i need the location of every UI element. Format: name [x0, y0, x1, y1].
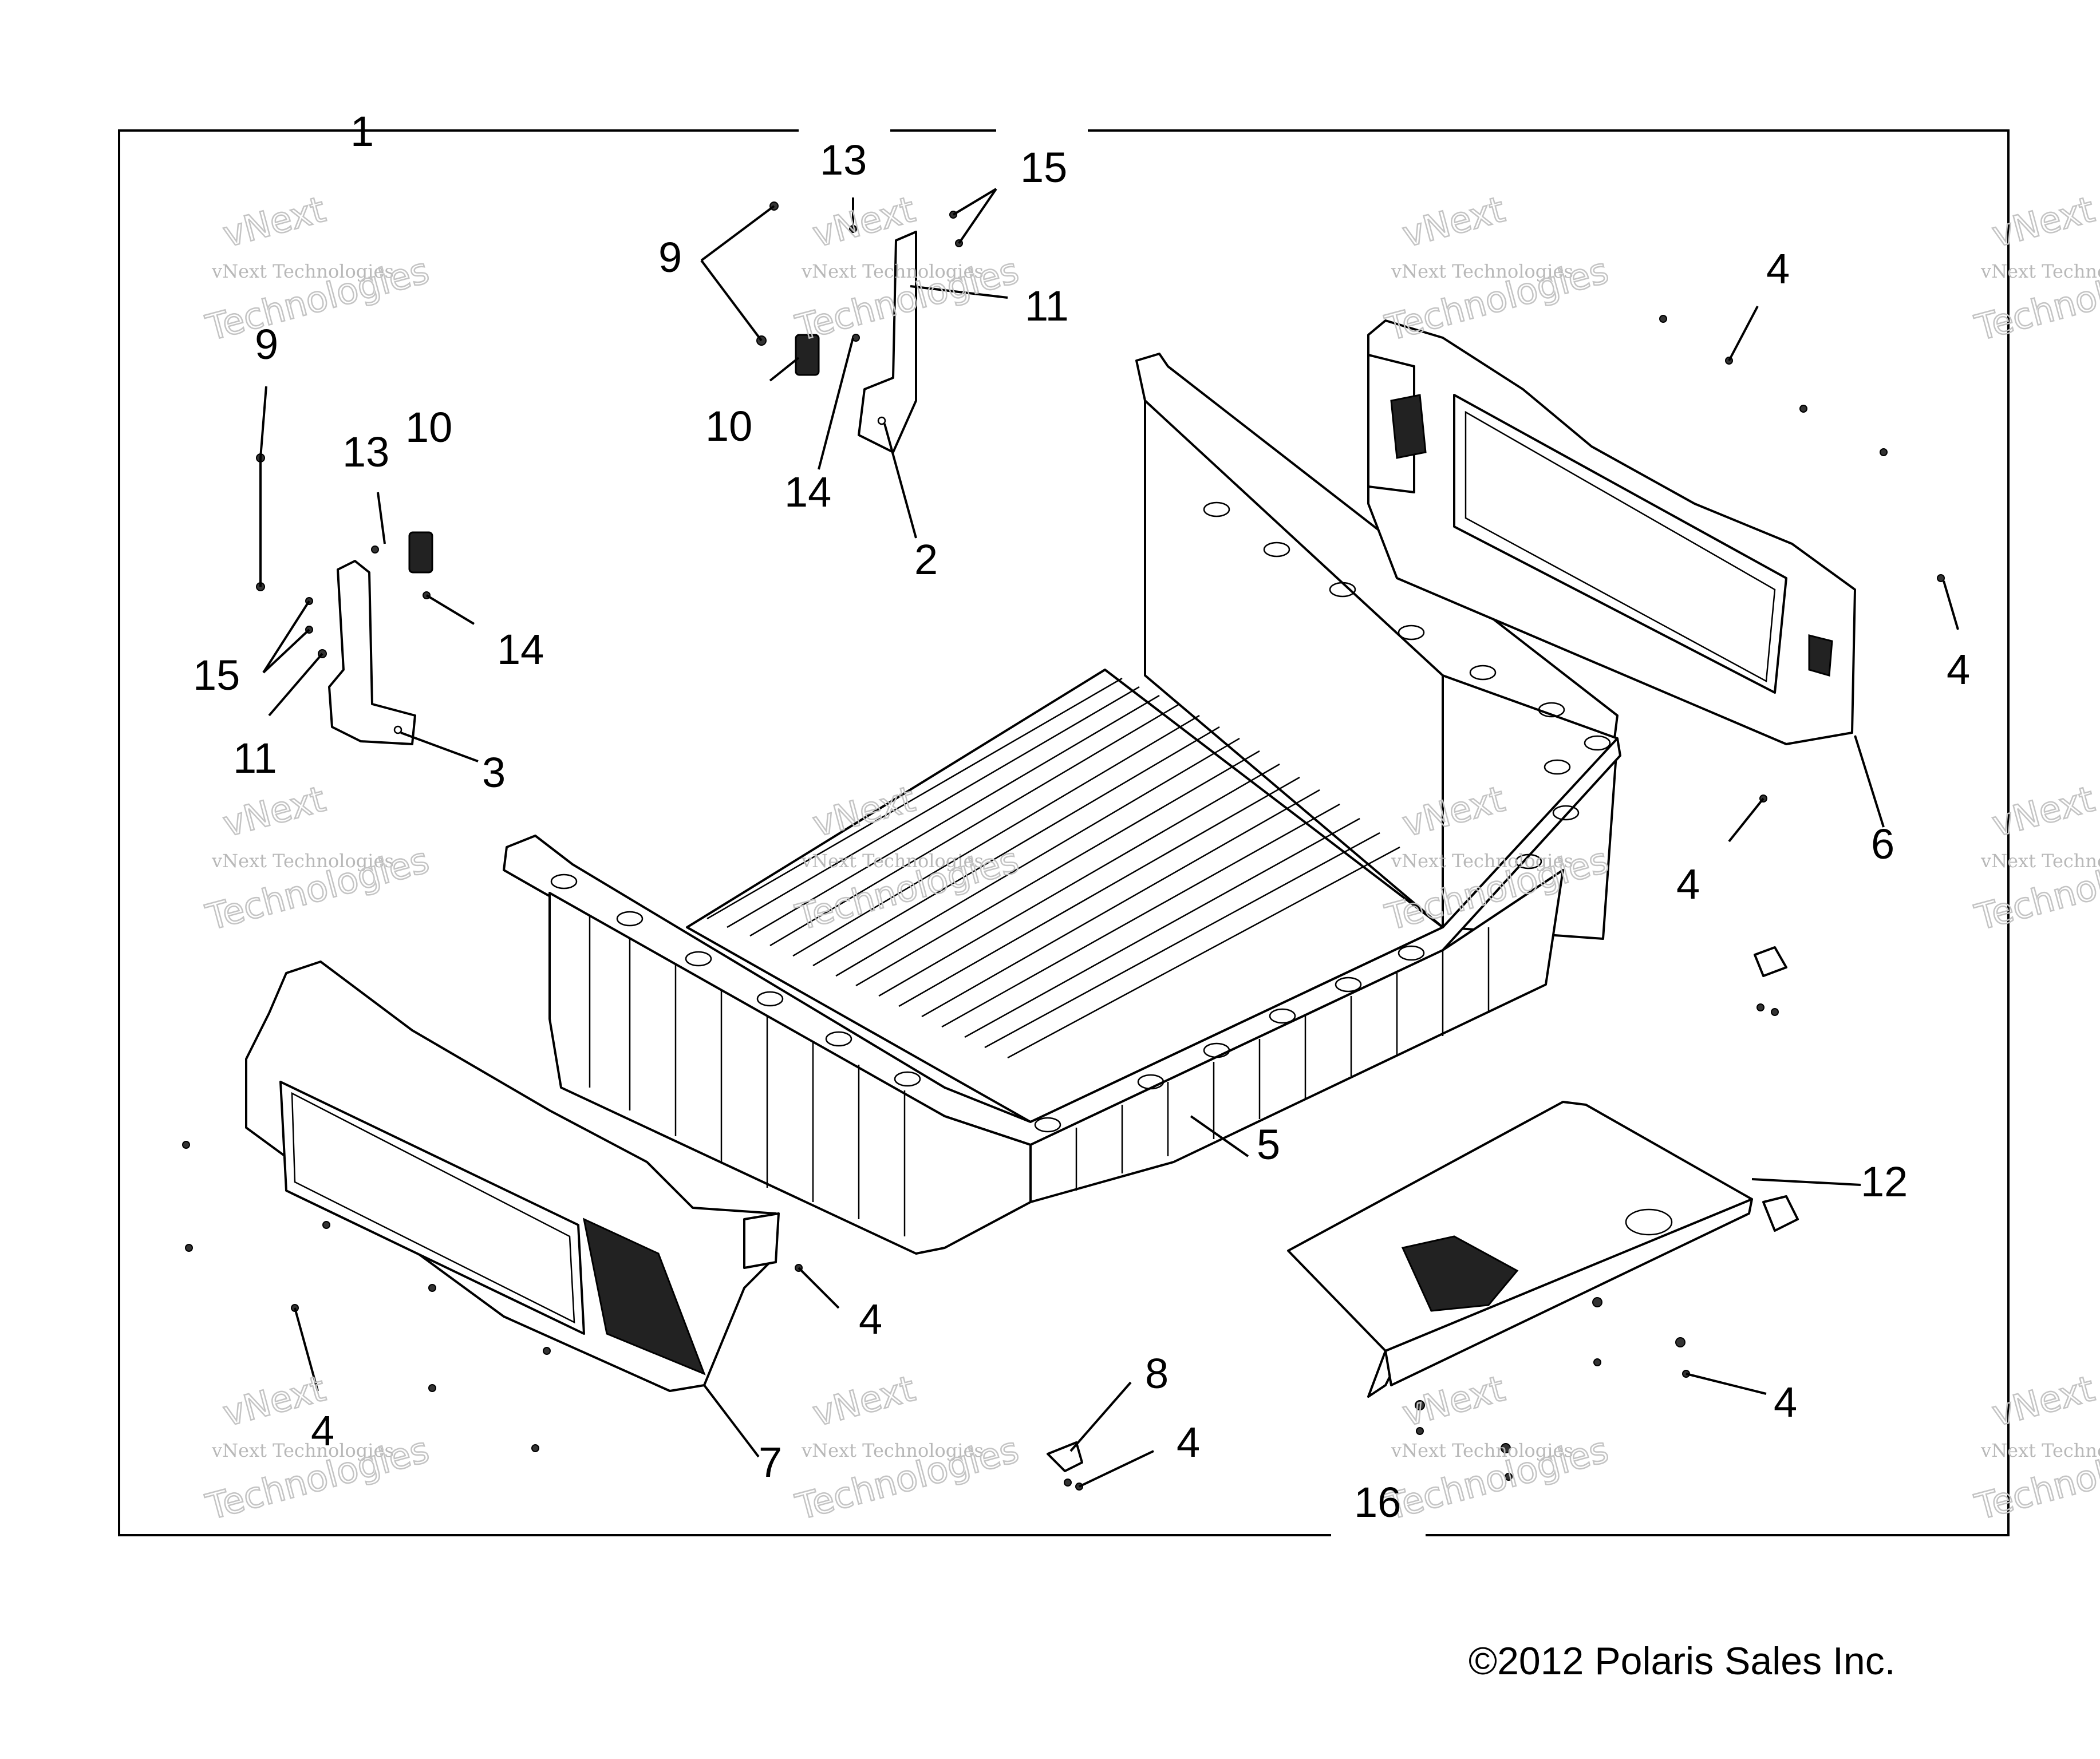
callout-4: 4	[859, 1295, 882, 1343]
watermark-top: vNext	[1398, 1367, 1509, 1434]
watermark-mid: vNext Technologies	[1980, 850, 2100, 872]
watermark-top: vNext	[808, 1367, 919, 1434]
callout-4: 4	[1947, 646, 1970, 693]
bracket-3	[328, 560, 416, 745]
watermark-top: vNext	[219, 778, 330, 845]
skid-plate	[1287, 1101, 1753, 1398]
watermark-top: vNext	[219, 188, 330, 255]
assembly-frame	[118, 129, 2010, 1536]
callout-15: 15	[1020, 144, 1067, 191]
callout-4: 4	[311, 1407, 334, 1454]
callout-13: 13	[820, 136, 867, 184]
watermark-mid: vNext Technologies	[211, 850, 394, 872]
callout-5: 5	[1257, 1121, 1280, 1168]
watermark-mid: vNext Technologies	[211, 260, 394, 282]
callout-4: 4	[1774, 1378, 1797, 1426]
rear-panel	[1367, 319, 1856, 745]
callout-9: 9	[658, 234, 682, 281]
callout-14: 14	[497, 626, 544, 673]
callout-3: 3	[482, 749, 506, 796]
bracket-2	[858, 231, 917, 453]
watermark-mid: vNext Technologies	[801, 260, 984, 282]
callout-6: 6	[1871, 820, 1894, 868]
watermark-top: vNext	[1398, 188, 1509, 255]
watermark-mid: vNext Technologies	[801, 850, 984, 872]
leader-lines	[259, 188, 1959, 1488]
callout-11: 11	[233, 734, 277, 782]
cargo-box-tub	[503, 353, 1621, 1255]
callout-14: 14	[784, 468, 831, 516]
latch-upper	[795, 334, 820, 376]
callout-11: 11	[1025, 282, 1069, 330]
callout-1: 1	[350, 108, 374, 155]
callout-4: 4	[1177, 1418, 1200, 1466]
callout-4: 4	[1766, 245, 1790, 292]
watermark-mid: vNext Technologies	[1980, 260, 2100, 282]
latch-lower	[408, 531, 433, 574]
callout-10: 10	[705, 402, 752, 450]
watermark-top: vNext	[1988, 778, 2099, 845]
watermark-mid: vNext Technologies	[1980, 1440, 2100, 1461]
copyright-text: ©2012 Polaris Sales Inc.	[1469, 1639, 1896, 1683]
callout-13: 13	[342, 428, 389, 476]
callout-15: 15	[193, 651, 240, 699]
watermark-mid: vNext Technologies	[211, 1440, 394, 1461]
watermark-mid: vNext Technologies	[1391, 260, 1573, 282]
callouts: 1 13 15 9 11 10 14 2 9 13 10 14 15 11 3 …	[193, 108, 1970, 1526]
callout-16: 16	[1354, 1479, 1401, 1526]
callout-2: 2	[914, 536, 938, 583]
callout-12: 12	[1861, 1158, 1908, 1205]
callout-8: 8	[1145, 1350, 1169, 1397]
bracket-8	[1047, 946, 1799, 1472]
callout-4: 4	[1676, 860, 1700, 908]
tailgate-panel	[245, 960, 780, 1392]
watermark-top: vNext	[1988, 188, 2099, 255]
watermark-mid: vNext Technologies	[1391, 1440, 1573, 1461]
callout-10: 10	[405, 404, 452, 451]
watermark-mid: vNext Technologies	[1391, 850, 1573, 872]
watermark-mid: vNext Technologies	[801, 1440, 984, 1461]
callout-7: 7	[759, 1438, 782, 1486]
callout-9: 9	[255, 321, 278, 368]
watermark-top: vNext	[1988, 1367, 2099, 1434]
